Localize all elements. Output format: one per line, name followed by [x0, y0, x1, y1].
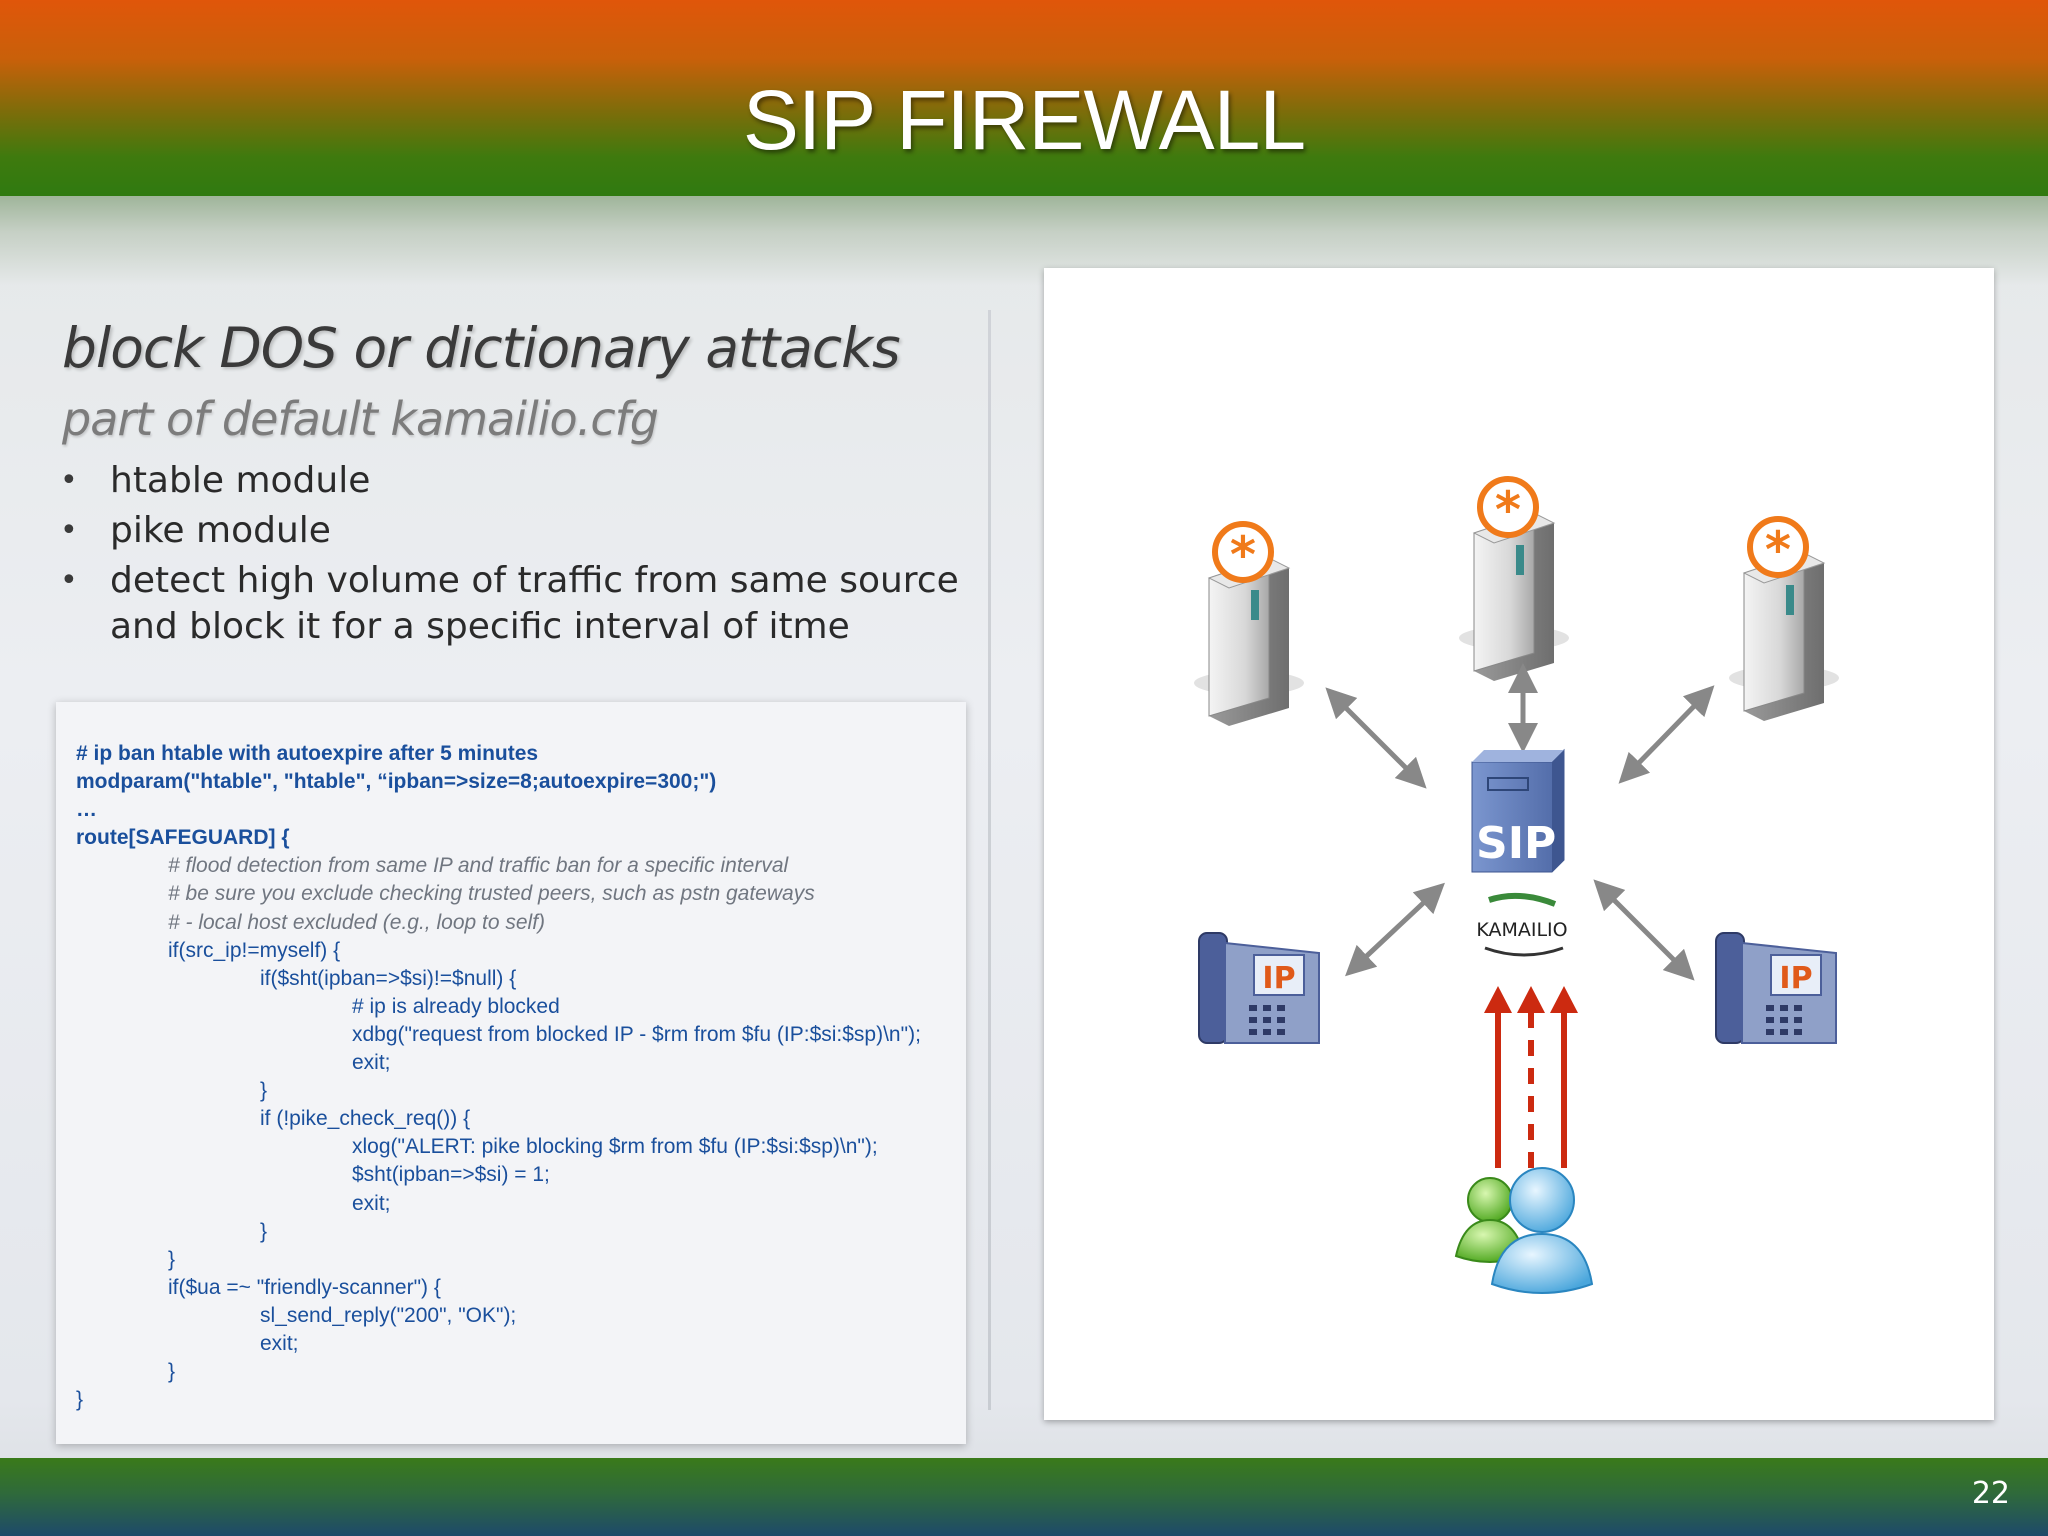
code-line: route[SAFEGUARD] {: [76, 826, 290, 850]
code-line: }: [168, 1360, 176, 1384]
ip-phone-left-icon: IP: [1198, 932, 1320, 1044]
svg-text:*: *: [1765, 521, 1791, 579]
network-diagram: * * *: [1044, 268, 1994, 1420]
asterisk-server-left-icon: *: [1194, 521, 1304, 726]
code-line: if($ua =~ "friendly-scanner") {: [168, 1275, 441, 1299]
code-line: $sht(ipban=>$si) = 1;: [352, 1163, 550, 1187]
svg-text:*: *: [1495, 481, 1521, 539]
bullet-list: •htable module •pike module •detect high…: [56, 458, 976, 654]
attack-arrows: [1484, 986, 1578, 1168]
code-line: …: [76, 798, 97, 822]
kamailio-logo-icon: KAMAILIO: [1476, 892, 1568, 957]
code-line: }: [76, 1388, 84, 1412]
asterisk-logo-icon: *: [1747, 516, 1809, 579]
column-divider: [988, 310, 991, 1410]
bullet-item: •detect high volume of traffic from same…: [60, 560, 959, 647]
slide-title: SIP FIREWALL: [742, 73, 1306, 167]
code-line: exit;: [352, 1051, 391, 1075]
footer-bar: [0, 1458, 2048, 1536]
code-line: # ip ban htable with autoexpire after 5 …: [76, 742, 539, 765]
attacker-users-icon: [1454, 1167, 1594, 1294]
sip-label: SIP: [1476, 818, 1556, 869]
code-line: if(src_ip!=myself) {: [168, 938, 341, 962]
code-line: sl_send_reply("200", "OK");: [260, 1303, 517, 1327]
code-line: }: [260, 1079, 268, 1103]
bullet-item: •htable module: [56, 458, 976, 504]
code-line: if($sht(ipban=>$si)!=$null) {: [260, 966, 517, 990]
asterisk-server-right-icon: *: [1729, 516, 1839, 721]
code-line: # be sure you exclude checking trusted p…: [168, 882, 815, 906]
code-line: # flood detection from same IP and traff…: [168, 854, 789, 878]
ip-phone-right-icon: IP: [1715, 932, 1837, 1044]
code-line: if (!pike_check_req()) {: [260, 1107, 471, 1131]
slide-heading: block DOS or dictionary attacks: [62, 316, 901, 380]
code-line: exit;: [260, 1331, 299, 1355]
phone-ip-label: IP: [1262, 961, 1295, 996]
code-line: xlog("ALERT: pike blocking $rm from $fu …: [352, 1135, 878, 1159]
code-line: modparam("htable", "htable", “ipban=>siz…: [76, 770, 717, 794]
asterisk-logo-icon: *: [1477, 476, 1539, 539]
code-line: }: [260, 1219, 268, 1243]
asterisk-server-center-icon: *: [1459, 476, 1569, 681]
connection-arrows: [1325, 663, 1715, 981]
code-line: xdbg("request from blocked IP - $rm from…: [352, 1022, 921, 1046]
kamailio-label: KAMAILIO: [1476, 919, 1567, 941]
title-bar: [0, 0, 2048, 196]
code-snippet: # ip ban htable with autoexpire after 5 …: [56, 702, 966, 1444]
code-line: exit;: [352, 1191, 391, 1215]
bullet-dot-icon: •: [60, 563, 78, 598]
svg-text:*: *: [1230, 526, 1256, 584]
code-line: # ip is already blocked: [352, 994, 560, 1018]
code-line: }: [168, 1247, 176, 1271]
slide-subheading: part of default kamailio.cfg: [62, 392, 659, 446]
bullet-item: •pike module: [56, 508, 976, 554]
bullet-dot-icon: •: [60, 463, 78, 498]
phone-ip-label: IP: [1779, 961, 1812, 996]
sip-proxy-icon: SIP: [1471, 748, 1565, 873]
code-line: # - local host excluded (e.g., loop to s…: [168, 910, 546, 934]
page-number: 22: [1971, 1476, 2010, 1511]
bullet-dot-icon: •: [60, 513, 78, 548]
asterisk-logo-icon: *: [1212, 521, 1274, 584]
